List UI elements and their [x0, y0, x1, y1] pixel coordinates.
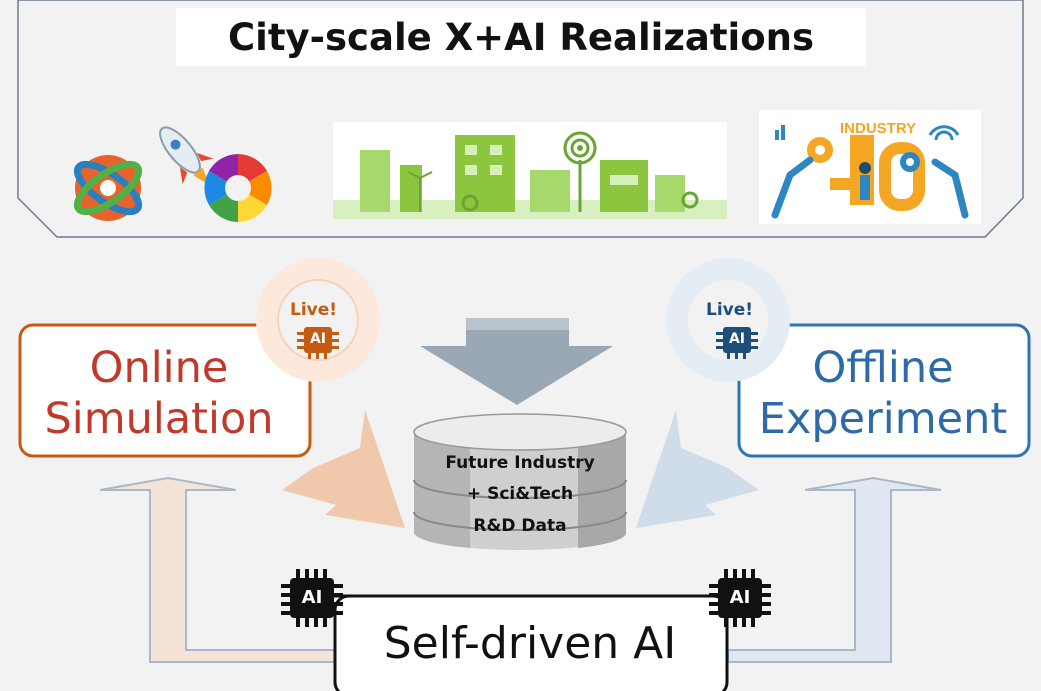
online-line1: Online [89, 343, 229, 393]
arrow-down-icon [420, 318, 613, 405]
aperture-icon [204, 154, 272, 222]
offline-line1: Offline [812, 343, 954, 393]
wifi-icon [928, 125, 960, 141]
gear-icon [900, 152, 920, 172]
self-driven-ai-label: Self-driven AI [383, 618, 677, 669]
arrow-blue-icon [636, 410, 759, 528]
offline-live-label: Live! [706, 300, 754, 320]
database-icon [413, 413, 627, 550]
robot-arm-icon [931, 158, 969, 219]
left-chip-text: AI [301, 587, 323, 608]
feedback-arrow-left [99, 476, 336, 663]
offline-chip-text: AI [728, 331, 746, 347]
online-line2: Simulation [44, 393, 274, 444]
rocket-icon [159, 126, 214, 186]
online-live-label: Live! [290, 300, 338, 320]
industry-illustration [759, 110, 981, 224]
offline-line2: Experiment [758, 393, 1008, 444]
feedback-arrow-right [727, 476, 942, 663]
robot-arm-icon [771, 156, 814, 219]
offline-experiment-box [737, 323, 1031, 458]
industry-text: INDUSTRY [840, 120, 916, 137]
online-chip-text: AI [309, 331, 327, 347]
ai-chip-icon-online [297, 327, 339, 359]
ai-chip-icon-right [709, 569, 771, 627]
ai-chip-icon-left [281, 569, 343, 627]
offline-experiment-label: Offline Experiment [752, 343, 1014, 444]
online-simulation-label: Online Simulation [30, 343, 288, 444]
gear-icon [807, 137, 833, 163]
right-chip-text: AI [729, 587, 751, 608]
smart-city-illustration [333, 122, 727, 219]
database-line1: Future Industry [445, 453, 595, 473]
science-icons-illustration [73, 126, 272, 222]
online-simulation-box [18, 323, 312, 458]
ai-chip-icon-offline [716, 327, 758, 359]
database-line3: R&D Data [473, 516, 567, 536]
arrow-orange-icon [282, 410, 405, 528]
page-title: City-scale X+AI Realizations [176, 8, 866, 66]
database-line2: + Sci&Tech [466, 484, 574, 504]
